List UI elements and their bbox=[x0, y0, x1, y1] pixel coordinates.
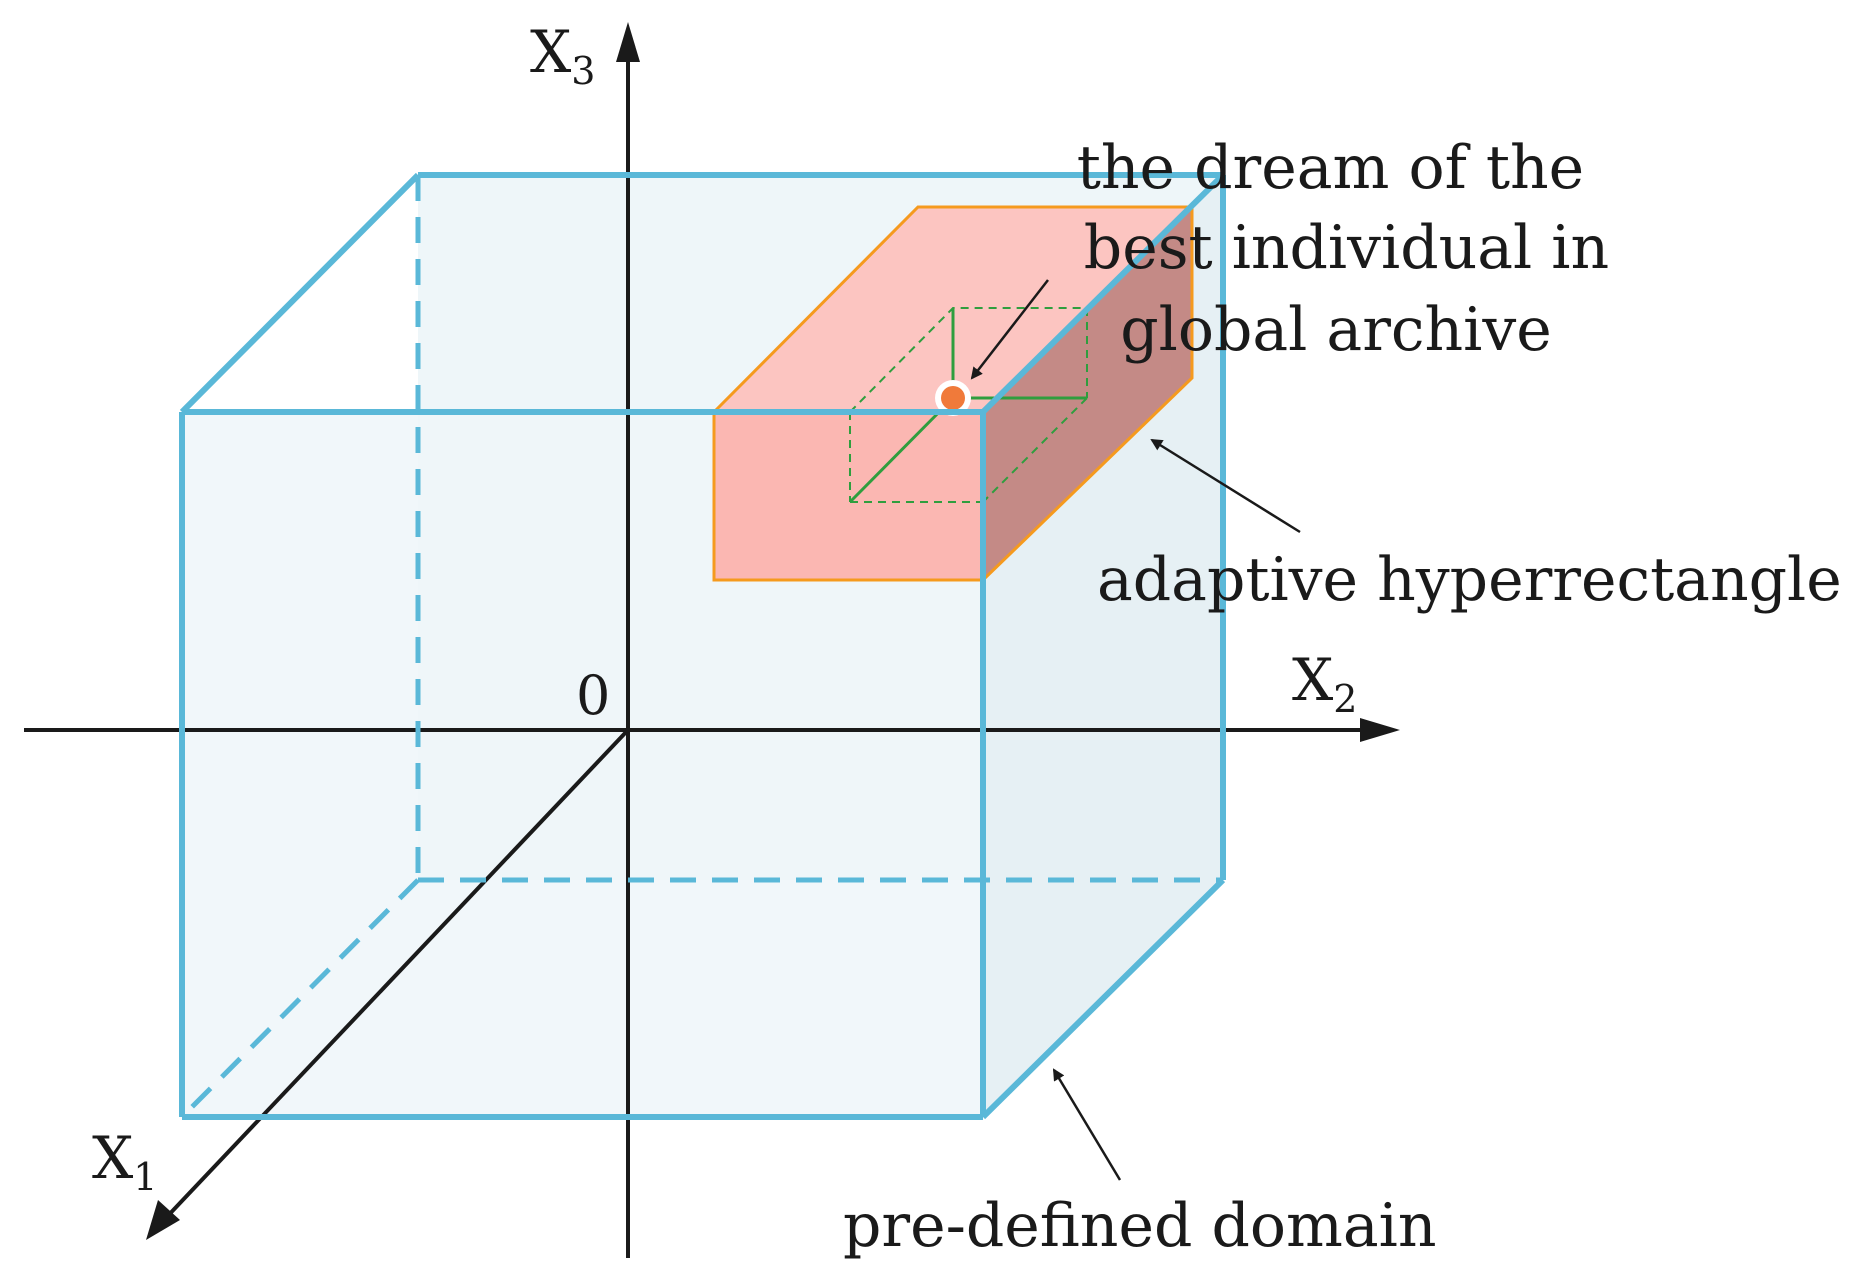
x1-axis-arrow bbox=[146, 1200, 180, 1240]
x3-axis-arrow bbox=[616, 22, 640, 62]
x2-axis-label: X2 bbox=[1292, 646, 1357, 721]
x2-axis-arrow bbox=[1360, 718, 1400, 742]
axes bbox=[24, 22, 1400, 1258]
domain-pointer bbox=[1052, 1068, 1122, 1181]
hyperrectangle-label: adaptive hyperrectangle bbox=[1097, 545, 1842, 615]
x1-axis-line bbox=[160, 728, 630, 1224]
best-individual-label: the dream of the best individual in glob… bbox=[1077, 133, 1628, 365]
domain-label: pre-defined domain bbox=[843, 1191, 1436, 1261]
domain-hidden-edges bbox=[180, 175, 1223, 1119]
best-individual-pointer bbox=[970, 279, 1049, 380]
x3-axis-label: X3 bbox=[530, 18, 595, 93]
hyperrectangle-pointer bbox=[1150, 438, 1301, 534]
x1-axis-label: X1 bbox=[92, 1124, 157, 1199]
hyperrectangle-front-face bbox=[714, 412, 983, 580]
origin-label: 0 bbox=[576, 664, 610, 727]
domain-front-face bbox=[182, 412, 983, 1117]
annotation-arrows bbox=[970, 279, 1301, 1181]
best-individual-point bbox=[941, 386, 965, 410]
domain-visible-edges bbox=[179, 172, 1226, 1120]
